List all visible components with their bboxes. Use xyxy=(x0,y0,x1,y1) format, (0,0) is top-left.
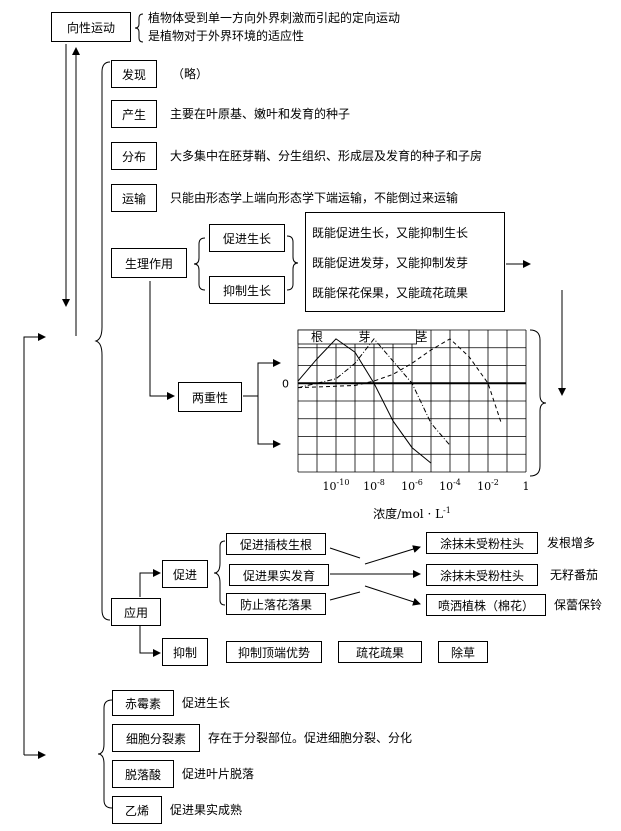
promote-growth-box: 促进生长 xyxy=(209,224,285,252)
gibberellin-box: 赤霉素 xyxy=(112,690,174,716)
result-3: 保蕾保铃 xyxy=(554,598,603,612)
promote-box: 促进 xyxy=(162,560,208,588)
effect-3: 既能保花保果，又能疏花疏果 xyxy=(312,285,469,300)
duality-box: 两重性 xyxy=(178,382,242,412)
result-2: 无籽番茄 xyxy=(550,568,599,582)
x-tick-label-6: 1 xyxy=(523,480,530,493)
series-line-2 xyxy=(297,338,451,446)
promote-item-2: 促进果实发育 xyxy=(229,564,329,586)
distribution-text: 大多集中在胚芽鞘、分生组织、形成层及发育的种子和子房 xyxy=(170,149,483,163)
abscisic-acid-box: 脱落酸 xyxy=(112,760,174,788)
discovery-text: （略） xyxy=(172,67,209,81)
x-axis-label: 浓度/mol · L-1 xyxy=(373,506,451,521)
physiology-box: 生理作用 xyxy=(111,248,187,278)
curve-label-strip xyxy=(297,329,417,345)
effects-box: 既能促进生长，又能抑制生长 既能促进发芽，又能抑制发芽 既能保花保果，又能疏花疏… xyxy=(305,212,505,312)
method-2: 涂抹未受粉柱头 xyxy=(426,564,538,586)
x-tick-label-4: 10-4 xyxy=(439,478,461,493)
abscisic-acid-text: 促进叶片脱落 xyxy=(182,767,255,781)
gibberellin-text: 促进生长 xyxy=(182,696,231,710)
ethylene-box: 乙烯 xyxy=(112,796,162,824)
series-line-1 xyxy=(297,338,432,464)
concentration-chart: 0 根 芽 茎 10-10 10-8 10-6 10-4 10-2 1 浓度/mol · L-1 xyxy=(282,329,530,521)
result-1: 发根增多 xyxy=(547,536,596,550)
inhibit-item-1: 抑制顶端优势 xyxy=(226,641,322,663)
production-box: 产生 xyxy=(111,100,157,128)
x-tick-label-2: 10-8 xyxy=(363,478,385,493)
definition-line-2: 是植物对于外界环境的适应性 xyxy=(148,29,305,43)
production-text: 主要在叶原基、嫩叶和发育的种子 xyxy=(170,107,351,121)
inhibit-item-2: 疏花疏果 xyxy=(338,641,422,663)
cytokinin-text: 存在于分裂部位。促进细胞分裂、分化 xyxy=(208,731,413,745)
inhibit-box: 抑制 xyxy=(162,638,208,666)
curve-label-3: 茎 xyxy=(415,330,427,344)
x-tick-label-1: 10-10 xyxy=(323,478,350,493)
tropism-title: 向性运动 xyxy=(51,12,131,42)
inhibit-growth-box: 抑制生长 xyxy=(209,276,285,304)
series-line-3 xyxy=(297,338,502,424)
curve-label-2: 芽 xyxy=(358,330,370,344)
x-tick-label-5: 10-2 xyxy=(477,478,499,493)
method-3: 喷洒植株（棉花） xyxy=(426,594,546,616)
y-zero-label: 0 xyxy=(282,377,289,390)
x-tick-label-3: 10-6 xyxy=(401,478,423,493)
cytokinin-box: 细胞分裂素 xyxy=(112,724,200,752)
transport-box: 运输 xyxy=(111,184,157,212)
promote-item-3: 防止落花落果 xyxy=(226,593,326,615)
method-1: 涂抹未受粉柱头 xyxy=(426,532,538,554)
curve-label-1: 根 xyxy=(311,330,323,344)
distribution-box: 分布 xyxy=(111,142,157,170)
effect-1: 既能促进生长，又能抑制生长 xyxy=(312,225,469,240)
definition-line-1: 植物体受到单一方向外界刺激而引起的定向运动 xyxy=(148,11,401,25)
promote-item-1: 促进插枝生根 xyxy=(226,533,326,555)
ethylene-text: 促进果实成熟 xyxy=(170,803,243,817)
inhibit-item-3: 除草 xyxy=(438,641,488,663)
effect-2: 既能促进发芽，又能抑制发芽 xyxy=(312,255,469,270)
discovery-box: 发现 xyxy=(111,60,157,88)
application-box: 应用 xyxy=(111,598,161,626)
transport-text: 只能由形态学上端向形态学下端运输，不能倒过来运输 xyxy=(170,191,459,205)
